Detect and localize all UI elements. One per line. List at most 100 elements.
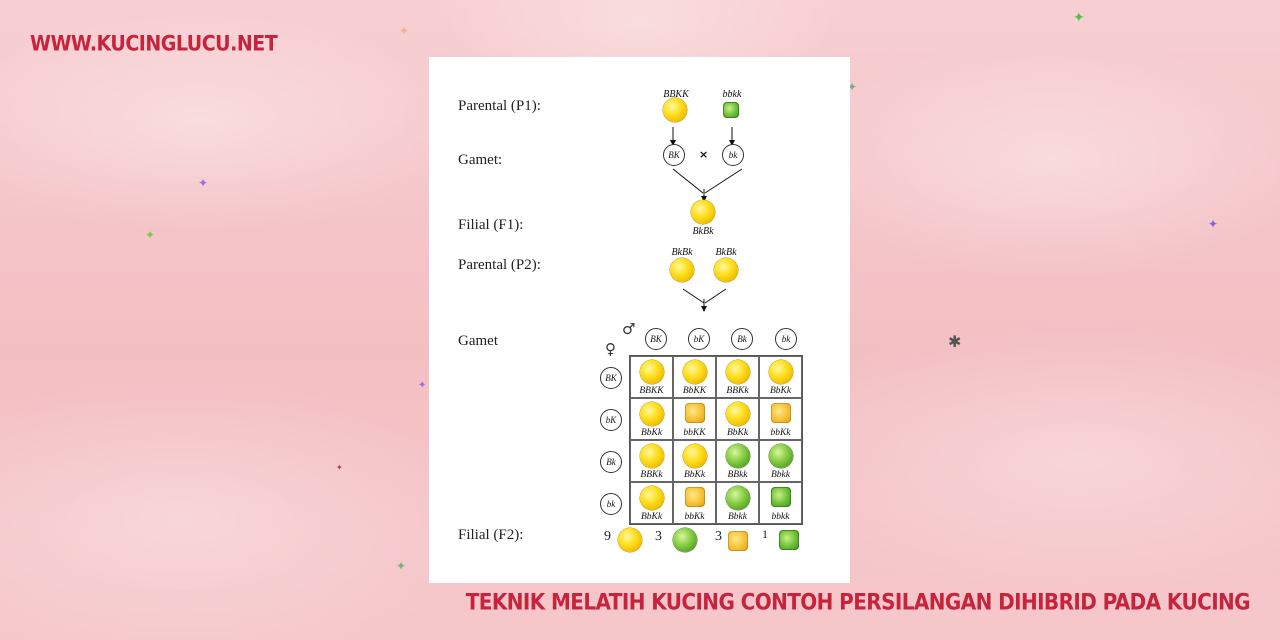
cell-genotype: BBKK bbox=[639, 386, 664, 396]
round-yellow-seed-icon bbox=[663, 98, 687, 122]
ratio-count: 9 bbox=[604, 529, 611, 544]
round-yellow-seed-icon bbox=[640, 360, 664, 384]
punnett-cell: bbKk bbox=[673, 482, 716, 524]
cell-genotype: BBKk bbox=[640, 470, 663, 480]
star-decoration: ✦ bbox=[418, 380, 427, 391]
punnett-cell: BBKk bbox=[630, 440, 673, 482]
punnett-cell: BbKk bbox=[630, 482, 673, 524]
round-yellow-seed-icon bbox=[640, 444, 664, 468]
cross-arrows bbox=[670, 127, 743, 312]
punnett-cell: BBKK bbox=[630, 356, 673, 398]
star-decoration: ✦ bbox=[396, 559, 407, 573]
punnett-cell: bbkk bbox=[759, 482, 802, 524]
column-gamete: BK bbox=[645, 328, 667, 350]
punnett-cell: BbKk bbox=[630, 398, 673, 440]
p2-right-genotype: BkBk bbox=[715, 247, 737, 258]
star-decoration: ✦ bbox=[336, 463, 343, 472]
p2-left-genotype: BkBk bbox=[671, 247, 693, 258]
cell-genotype: BBKk bbox=[726, 386, 749, 396]
ratio-count: 3 bbox=[715, 529, 722, 544]
wrinkled-yellow-seed-icon bbox=[728, 531, 748, 551]
p1-left-genotype: BBKK bbox=[663, 89, 689, 100]
f1-genotype: BkBk bbox=[692, 226, 714, 237]
punnett-cell: BbKk bbox=[759, 356, 802, 398]
cell-genotype: bbKk bbox=[684, 512, 705, 522]
punnett-cell: BBkk bbox=[716, 440, 759, 482]
round-yellow-seed-icon bbox=[670, 258, 694, 282]
label-filial-f2: Filial (F2): bbox=[458, 527, 524, 543]
cell-genotype: BbKk bbox=[640, 428, 663, 438]
star-decoration: ✦ bbox=[399, 24, 410, 38]
cell-genotype: BbKK bbox=[682, 386, 707, 396]
wrinkled-yellow-seed-icon bbox=[685, 487, 705, 507]
cell-genotype: BBkk bbox=[727, 470, 748, 480]
wrinkled-green-seed-icon bbox=[723, 102, 739, 118]
cell-genotype: Bbkk bbox=[771, 470, 790, 480]
punnett-cell: BbKk bbox=[673, 440, 716, 482]
round-green-seed-icon bbox=[673, 528, 697, 552]
wrinkled-yellow-seed-icon bbox=[771, 403, 791, 423]
cell-genotype: bbKk bbox=[770, 428, 791, 438]
female-symbol-icon: ♀ bbox=[605, 340, 616, 358]
round-yellow-seed-icon bbox=[769, 360, 793, 384]
punnett-cell: Bbkk bbox=[759, 440, 802, 482]
label-gamet-2: Gamet bbox=[458, 333, 498, 349]
cell-genotype: BbKk bbox=[640, 512, 663, 522]
male-symbol-icon: ♂ bbox=[622, 320, 636, 338]
punnett-cell: Bbkk bbox=[716, 482, 759, 524]
cell-genotype: bbKK bbox=[683, 428, 706, 438]
column-gamete: Bk bbox=[731, 328, 753, 350]
cell-genotype: BbKk bbox=[726, 428, 749, 438]
round-yellow-seed-icon bbox=[640, 486, 664, 510]
dihybrid-cross-diagram: Parental (P1): Gamet: Filial (F1): Paren… bbox=[429, 57, 850, 583]
round-yellow-seed-icon bbox=[683, 360, 707, 384]
cell-genotype: Bbkk bbox=[728, 512, 747, 522]
punnett-cell: BbKk bbox=[716, 398, 759, 440]
row-gamete: Bk bbox=[600, 451, 622, 473]
round-green-seed-icon bbox=[726, 486, 750, 510]
star-decoration: ✦ bbox=[847, 80, 858, 94]
wrinkled-green-seed-icon bbox=[771, 487, 791, 507]
round-yellow-seed-icon bbox=[640, 402, 664, 426]
row-gamete: bk bbox=[600, 493, 622, 515]
label-filial-f1: Filial (F1): bbox=[458, 217, 524, 233]
star-decoration: ✦ bbox=[145, 228, 156, 242]
star-decoration: ✦ bbox=[1208, 217, 1219, 231]
star-decoration: ✦ bbox=[198, 176, 209, 190]
label-parental-p1: Parental (P1): bbox=[458, 98, 541, 114]
round-green-seed-icon bbox=[769, 444, 793, 468]
column-gamete: bk bbox=[775, 328, 797, 350]
row-gamete: BK bbox=[600, 367, 622, 389]
p1-right-genotype: bbkk bbox=[722, 89, 742, 100]
column-gamete: bK bbox=[688, 328, 710, 350]
punnett-cell: BbKK bbox=[673, 356, 716, 398]
gamete-circle: bk bbox=[722, 144, 744, 166]
cross-symbol: × bbox=[699, 148, 709, 161]
round-green-seed-icon bbox=[726, 444, 750, 468]
cell-genotype: BbKk bbox=[769, 386, 792, 396]
ratio-count: 1 bbox=[762, 527, 768, 541]
round-yellow-seed-icon bbox=[726, 360, 750, 384]
gamete-circle: BK bbox=[663, 144, 685, 166]
label-gamet-1: Gamet: bbox=[458, 152, 503, 168]
round-yellow-seed-icon bbox=[691, 200, 715, 224]
cell-genotype: BbKk bbox=[683, 470, 706, 480]
star-decoration: ✱ bbox=[948, 334, 962, 351]
ratio-count: 3 bbox=[655, 529, 662, 544]
round-yellow-seed-icon bbox=[618, 528, 642, 552]
punnett-cell: bbKk bbox=[759, 398, 802, 440]
round-yellow-seed-icon bbox=[726, 402, 750, 426]
site-url[interactable]: WWW.KUCINGLUCU.NET bbox=[30, 31, 278, 57]
punnett-cell: BBKk bbox=[716, 356, 759, 398]
cell-genotype: bbkk bbox=[771, 512, 790, 522]
round-yellow-seed-icon bbox=[683, 444, 707, 468]
row-gamete: bK bbox=[600, 409, 622, 431]
round-yellow-seed-icon bbox=[714, 258, 738, 282]
page-caption: TEKNIK MELATIH KUCING CONTOH PERSILANGAN… bbox=[465, 588, 1251, 615]
punnett-cell: bbKK bbox=[673, 398, 716, 440]
wrinkled-green-seed-icon bbox=[779, 530, 799, 550]
label-parental-p2: Parental (P2): bbox=[458, 257, 541, 273]
wrinkled-yellow-seed-icon bbox=[685, 403, 705, 423]
star-decoration: ✦ bbox=[1073, 9, 1085, 25]
